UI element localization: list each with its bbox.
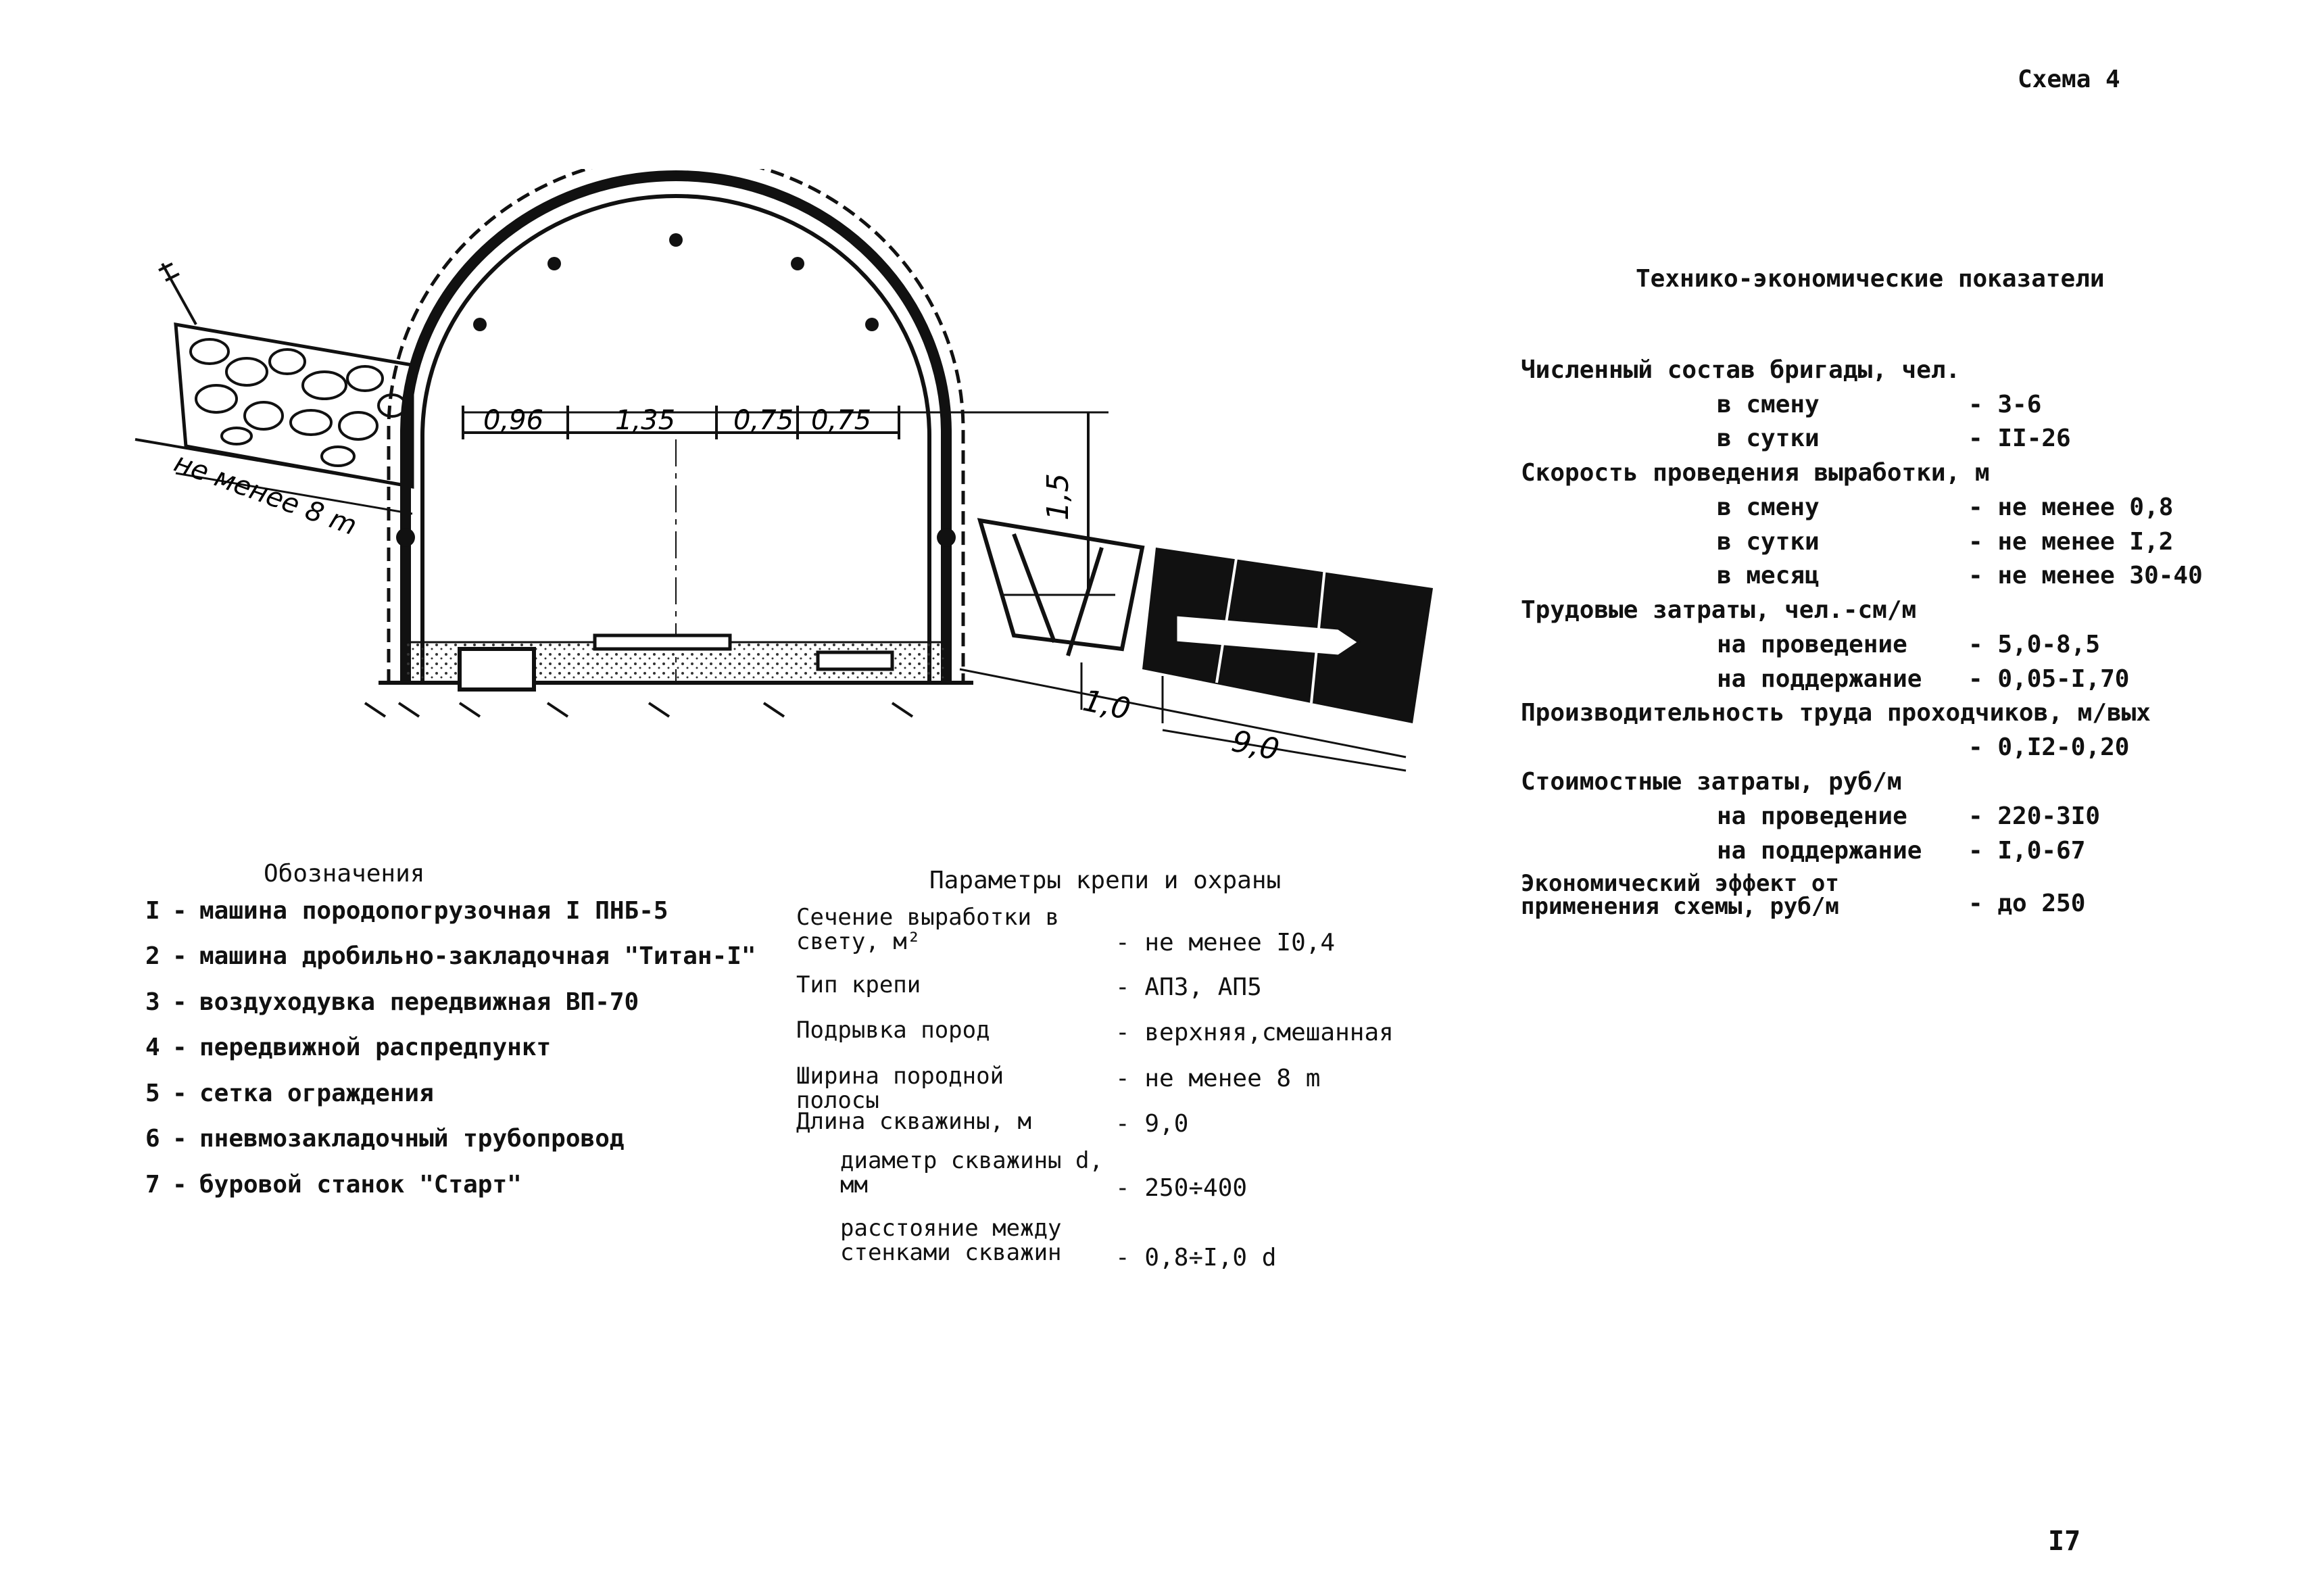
legend-item-4: 4-передвижной распредпункт bbox=[145, 1034, 552, 1061]
indicator-value: - II-26 bbox=[1968, 425, 2071, 452]
param-value-rock-ripping: - верхняя,смешанная bbox=[1115, 1019, 1394, 1046]
indicator-label: в смену bbox=[1717, 493, 1820, 521]
legend-text: машина дробильно-закладочная "Титан-I" bbox=[199, 942, 756, 970]
indicator-label: Экономический эффект от применения схемы… bbox=[1521, 870, 1839, 920]
rubble-backfill-strip bbox=[135, 262, 414, 515]
page-number: I7 bbox=[2048, 1526, 2081, 1557]
param-value-borehole-diameter: - 250÷400 bbox=[1115, 1174, 1248, 1202]
legend-item-2: 2-машина дробильно-закладочная "Титан-I" bbox=[145, 942, 756, 970]
legend-number: 5 bbox=[145, 1080, 160, 1107]
indicator-value: - до 250 bbox=[1968, 890, 2086, 917]
indicator-label: Скорость проведения выработки, м bbox=[1521, 459, 1990, 487]
param-value-borehole-spacing: - 0,8÷I,0 d bbox=[1115, 1244, 1277, 1272]
dim-label-1: 0,96 bbox=[483, 405, 543, 436]
param-value-borehole-length: - 9,0 bbox=[1115, 1110, 1189, 1138]
legend-item-7: 7-буровой станок "Старт" bbox=[145, 1171, 522, 1199]
dim-label-height: 1,5 bbox=[1041, 473, 1075, 521]
legend-item-1: I-машина породопогрузочная I ПНБ-5 bbox=[145, 897, 668, 925]
indicator-value: - 0,05-I,70 bbox=[1968, 665, 2130, 693]
param-label-strip-width: Ширина породной полосы bbox=[796, 1063, 1004, 1114]
indicator-label: в месяц bbox=[1717, 562, 1820, 589]
indicator-value: - не менее 0,8 bbox=[1968, 493, 2174, 521]
param-value-section: - не менее I0,4 bbox=[1115, 929, 1336, 957]
indicator-value: - 5,0-8,5 bbox=[1968, 631, 2101, 658]
legend-text: воздуходувка передвижная ВП-70 bbox=[199, 988, 639, 1016]
indicator-value: - 3-6 bbox=[1968, 391, 2042, 418]
arch-support bbox=[387, 169, 965, 683]
indicator-label: Производительность труда проходчиков, м/… bbox=[1521, 699, 2151, 727]
param-value-support-type: - АП3, АП5 bbox=[1115, 973, 1262, 1001]
working-floor bbox=[364, 633, 973, 718]
indicator-label: Трудовые затраты, чел.-см/м bbox=[1521, 596, 1917, 624]
dim-label-offset: 1,0 bbox=[1080, 683, 1134, 727]
dim-label-3: 0,75 bbox=[733, 405, 794, 436]
indicators-title: Технико-экономические показатели bbox=[1636, 265, 2105, 293]
legend-number: 7 bbox=[145, 1171, 160, 1199]
span-dimension-row: 0,96 1,35 0,75 0,75 bbox=[462, 405, 1108, 439]
param-label-borehole-length: Длина скважины, м bbox=[796, 1108, 1031, 1135]
param-label-section: Сечение выработки в свету, м² bbox=[796, 904, 1059, 955]
legend-number: 6 bbox=[145, 1125, 160, 1153]
dim-label-2: 1,35 bbox=[615, 405, 675, 436]
legend-item-5: 5-сетка ограждения bbox=[145, 1080, 434, 1107]
mine-working-cross-section-diagram: 0,96 1,35 0,75 0,75 1,5 1,0 9,0 не мен bbox=[135, 169, 1433, 772]
params-title: Параметры крепи и охраны bbox=[929, 867, 1282, 894]
indicator-label: на проведение bbox=[1717, 631, 1907, 658]
indicator-label: на поддержание bbox=[1717, 837, 1922, 865]
indicator-label: на поддержание bbox=[1717, 665, 1922, 693]
legend-number: 2 bbox=[145, 942, 160, 970]
param-label-support-type: Тип крепи bbox=[796, 971, 921, 998]
param-label-rock-ripping: Подрывка пород bbox=[796, 1017, 990, 1044]
legend-text: машина породопогрузочная I ПНБ-5 bbox=[199, 897, 668, 925]
legend-number: 3 bbox=[145, 988, 160, 1016]
param-label-borehole-diameter: диаметр скважины d, мм bbox=[840, 1147, 1103, 1199]
legend-text: пневмозакладочный трубопровод bbox=[199, 1125, 625, 1153]
indicator-label: Численный состав бригады, чел. bbox=[1521, 356, 1961, 384]
param-value-strip-width: - не менее 8 m bbox=[1115, 1065, 1321, 1092]
legend-number: 4 bbox=[145, 1034, 160, 1061]
legend-item-3: 3-воздуходувка передвижная ВП-70 bbox=[145, 988, 639, 1016]
legend-title: Обозначения bbox=[264, 860, 425, 888]
indicator-label: на проведение bbox=[1717, 802, 1907, 830]
indicator-label: Стоимостные затраты, руб/м bbox=[1521, 768, 1902, 796]
legend-text: передвижной распредпункт bbox=[199, 1034, 552, 1061]
indicator-label: в смену bbox=[1717, 391, 1820, 418]
legend-text: сетка ограждения bbox=[199, 1080, 434, 1107]
indicator-label: в сутки bbox=[1717, 528, 1820, 556]
param-label-borehole-spacing: расстояние между стенками скважин bbox=[840, 1215, 1062, 1266]
legend-number: I bbox=[145, 897, 160, 925]
indicator-value: - не менее I,2 bbox=[1968, 528, 2174, 556]
height-dimension: 1,5 bbox=[1000, 412, 1115, 596]
drill-rig-zone: 1,0 9,0 bbox=[959, 518, 1433, 772]
legend-text: буровой станок "Старт" bbox=[199, 1171, 522, 1199]
dim-label-4: 0,75 bbox=[811, 405, 871, 436]
indicator-value: - 220-3I0 bbox=[1968, 802, 2101, 830]
indicator-value: - не менее 30-40 bbox=[1968, 562, 2203, 589]
scheme-label: Схема 4 bbox=[2018, 66, 2120, 93]
indicator-value: - I,0-67 bbox=[1968, 837, 2086, 865]
indicator-label: в сутки bbox=[1717, 425, 1820, 452]
legend-item-6: 6-пневмозакладочный трубопровод bbox=[145, 1125, 625, 1153]
indicator-value: - 0,I2-0,20 bbox=[1968, 733, 2130, 761]
